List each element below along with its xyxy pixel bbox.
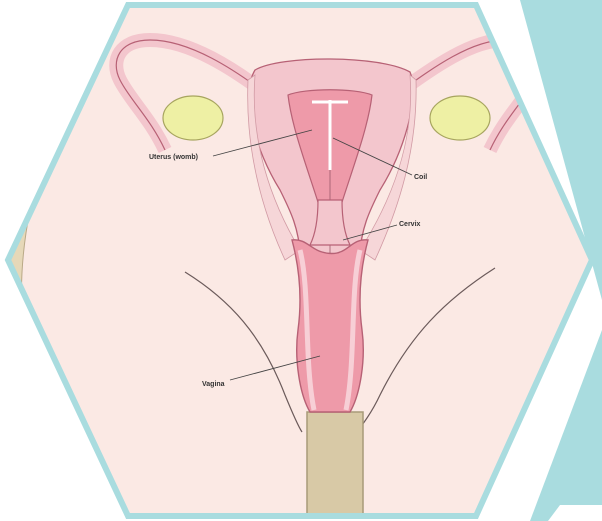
skin-column bbox=[307, 412, 363, 521]
label-coil: Coil bbox=[414, 174, 427, 181]
label-uterus: Uterus (womb) bbox=[149, 154, 198, 161]
label-cervix: Cervix bbox=[399, 221, 421, 228]
ovary-right bbox=[430, 96, 490, 140]
ovary-left bbox=[163, 96, 223, 140]
label-vagina: Vagina bbox=[202, 381, 225, 388]
